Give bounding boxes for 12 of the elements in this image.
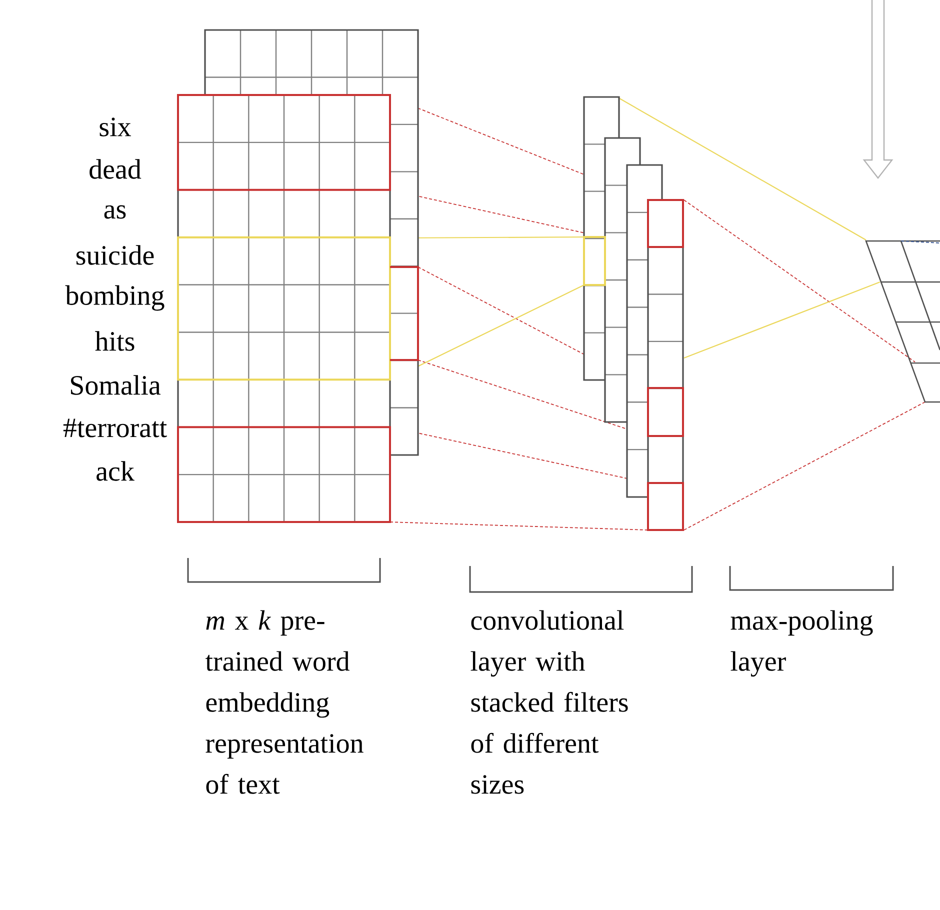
word-label: bombing	[65, 285, 164, 311]
layer-caption: convolutional layer with stacked filters of different sizes	[470, 610, 628, 794]
word-label: #terroratt	[63, 418, 167, 438]
layer-caption: max-pooling layer	[730, 610, 873, 677]
word-label: dead	[90, 159, 142, 179]
word-label: as	[104, 205, 126, 219]
word-label: Somalia	[71, 375, 161, 395]
word-label: six	[100, 118, 131, 136]
word-label: suicide	[76, 245, 154, 265]
layer-caption: m x k pre-trained word embedding representation of text	[205, 610, 364, 794]
word-label: ack	[96, 461, 134, 481]
word-label: hits	[95, 331, 134, 351]
